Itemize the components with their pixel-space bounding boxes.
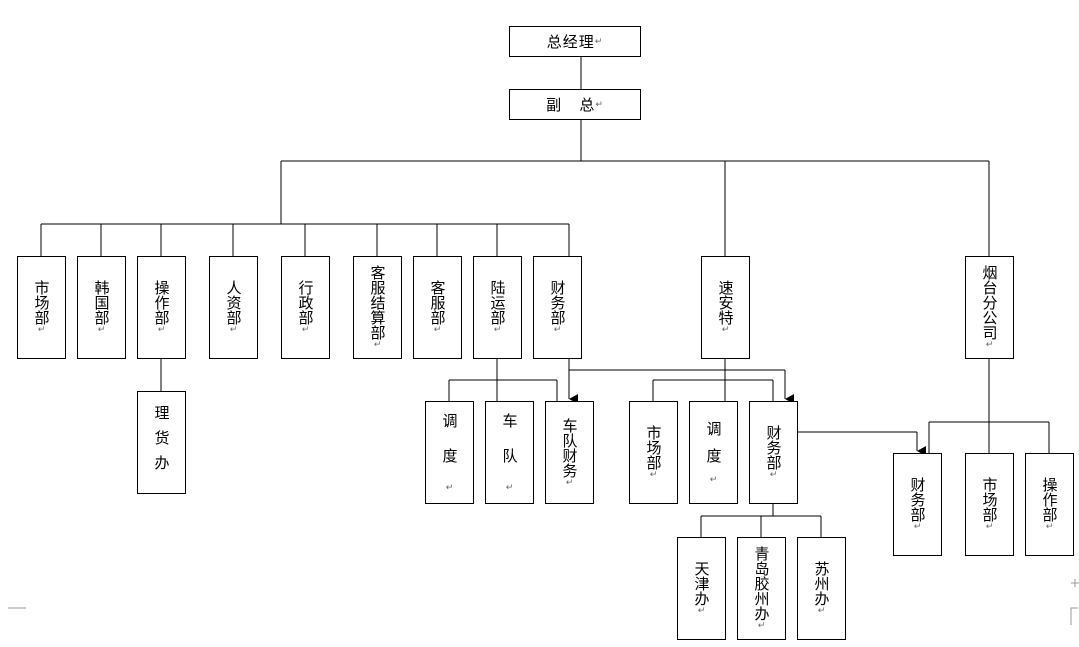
plus-mark-icon bbox=[1071, 579, 1079, 587]
dispatch-box: 调度↵ bbox=[425, 401, 474, 504]
dept-customer-settlement: 客服结算部↵ bbox=[353, 256, 402, 359]
yantai-branch-box: 烟台分公司↵ bbox=[965, 256, 1014, 359]
fleet-box: 车队↵ bbox=[485, 401, 534, 504]
deputy-manager-box: 副 总↵ bbox=[509, 89, 641, 120]
suzhou-office-box: 苏州办↵ bbox=[797, 537, 846, 640]
general-manager-label: 总经理 bbox=[546, 33, 595, 51]
deputy-manager-label: 副 总 bbox=[546, 96, 596, 114]
express-box: 速安特↵ bbox=[701, 256, 750, 359]
yantai-finance-box: 财务部↵ bbox=[893, 453, 942, 556]
qingdao-jiaozhou-office-box: 青岛胶州办↵ bbox=[737, 537, 786, 640]
fleet-finance-box: 车队财务↵ bbox=[545, 401, 594, 504]
general-manager-box: 总经理↵ bbox=[509, 26, 641, 57]
dept-operations: 操作部↵ bbox=[137, 256, 186, 359]
dept-customer-service: 客服部↵ bbox=[413, 256, 462, 359]
yantai-marketing-box: 市场部↵ bbox=[965, 453, 1014, 556]
dept-hr: 人资部↵ bbox=[209, 256, 258, 359]
tally-office-box: 理货办 bbox=[137, 391, 186, 494]
express-dispatch-box: 调度↵ bbox=[689, 401, 738, 504]
dept-finance: 财务部↵ bbox=[533, 256, 582, 359]
dept-marketing: 市场部↵ bbox=[17, 256, 66, 359]
express-marketing-box: 市场部↵ bbox=[629, 401, 678, 504]
express-finance-box: 财务部↵ bbox=[749, 401, 798, 504]
dept-land-transport: 陆运部↵ bbox=[473, 256, 522, 359]
dept-korea: 韩国部↵ bbox=[77, 256, 126, 359]
page-corner-mark-left bbox=[8, 607, 26, 609]
tianjin-office-box: 天津办↵ bbox=[677, 537, 726, 640]
page-corner-mark-right bbox=[1070, 607, 1078, 625]
dept-admin: 行政部↵ bbox=[281, 256, 330, 359]
yantai-operations-box: 操作部↵ bbox=[1025, 453, 1074, 556]
